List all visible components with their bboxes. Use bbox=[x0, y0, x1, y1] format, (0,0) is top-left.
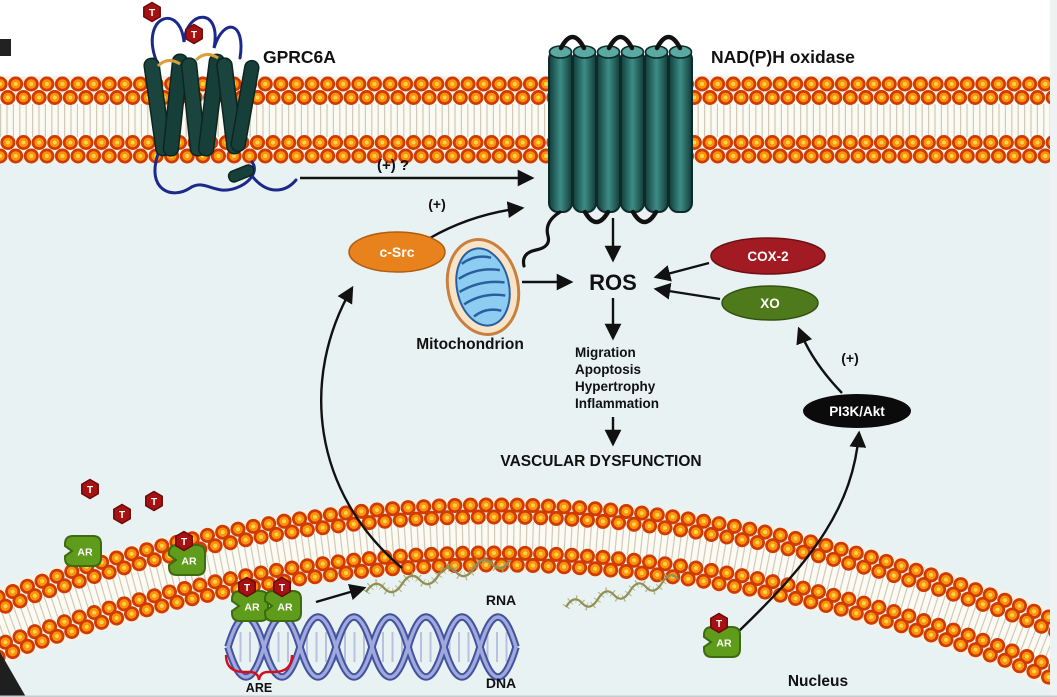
nadph-oxidase-complex bbox=[521, 34, 693, 268]
effect-migration: Migration bbox=[575, 345, 636, 360]
plasma-membrane bbox=[0, 76, 1057, 164]
testosterone-molecule bbox=[710, 612, 728, 634]
effect-hypertrophy: Hypertrophy bbox=[575, 379, 656, 394]
testosterone-molecule bbox=[238, 576, 256, 598]
gprc6a-title: GPRC6A bbox=[263, 47, 336, 67]
testosterone-molecule bbox=[81, 478, 99, 500]
arrow-pi3k-to-xo bbox=[796, 326, 843, 394]
are-label: ARE bbox=[246, 681, 272, 695]
testosterone-molecule bbox=[143, 1, 161, 23]
rna-transcript-left bbox=[362, 555, 514, 597]
cox2-label: COX-2 bbox=[747, 249, 788, 264]
testosterone-molecule bbox=[175, 530, 193, 552]
xo-node: XO bbox=[721, 285, 819, 321]
xo-label: XO bbox=[760, 296, 780, 311]
effect-inflammation: Inflammation bbox=[575, 396, 659, 411]
bottom-border bbox=[0, 695, 1057, 697]
cox2-node: COX-2 bbox=[710, 237, 826, 275]
mitochondrion-label: Mitochondrion bbox=[416, 336, 524, 353]
arrow-cox2-to-ros bbox=[653, 261, 710, 282]
activation-question-label: (+) ? bbox=[377, 157, 409, 174]
pi3k-akt-label: PI3K/Akt bbox=[829, 404, 885, 419]
activation-pi3k-label: (+) bbox=[841, 350, 859, 366]
csrc-label: c-Src bbox=[379, 244, 414, 260]
edge-artifact-top-left bbox=[0, 39, 11, 56]
gprc6a-receptor bbox=[143, 1, 298, 195]
testosterone-molecule bbox=[113, 503, 131, 525]
effect-apoptosis: Apoptosis bbox=[575, 362, 641, 377]
pi3k-akt-node: PI3K/Akt bbox=[803, 394, 911, 428]
are-bracket bbox=[224, 654, 294, 681]
testosterone-molecule bbox=[145, 490, 163, 512]
arrow-csrc-to-nadph bbox=[429, 201, 525, 240]
arrow-dimer-to-rna bbox=[315, 583, 367, 604]
testosterone-molecule bbox=[273, 576, 291, 598]
nucleus-label: Nucleus bbox=[788, 673, 848, 690]
dna-label: DNA bbox=[486, 675, 516, 691]
ros-label: ROS bbox=[589, 270, 637, 295]
activation-csrc-label: (+) bbox=[428, 196, 446, 212]
rna-label: RNA bbox=[486, 592, 516, 608]
arrow-ar-to-pi3k bbox=[738, 430, 867, 632]
effects-list: Migration Apoptosis Hypertrophy Inflamma… bbox=[575, 345, 659, 411]
mitochondrion bbox=[445, 237, 521, 337]
nadph-title: NAD(P)H oxidase bbox=[711, 47, 855, 67]
arrows bbox=[300, 169, 867, 632]
rna-transcript-right bbox=[562, 571, 681, 611]
csrc-node: c-Src bbox=[348, 231, 446, 273]
androgen-receptor bbox=[64, 535, 102, 567]
nadph-cytoplasmic-tail bbox=[521, 210, 562, 268]
right-edge-strip bbox=[1050, 0, 1057, 697]
vascular-dysfunction-label: VASCULAR DYSFUNCTION bbox=[500, 453, 701, 470]
testosterone-molecule bbox=[185, 23, 203, 45]
edge-artifact-bottom-left bbox=[0, 652, 26, 697]
arrow-nucleus-to-csrc bbox=[320, 285, 403, 569]
arrow-xo-to-ros bbox=[653, 282, 721, 301]
